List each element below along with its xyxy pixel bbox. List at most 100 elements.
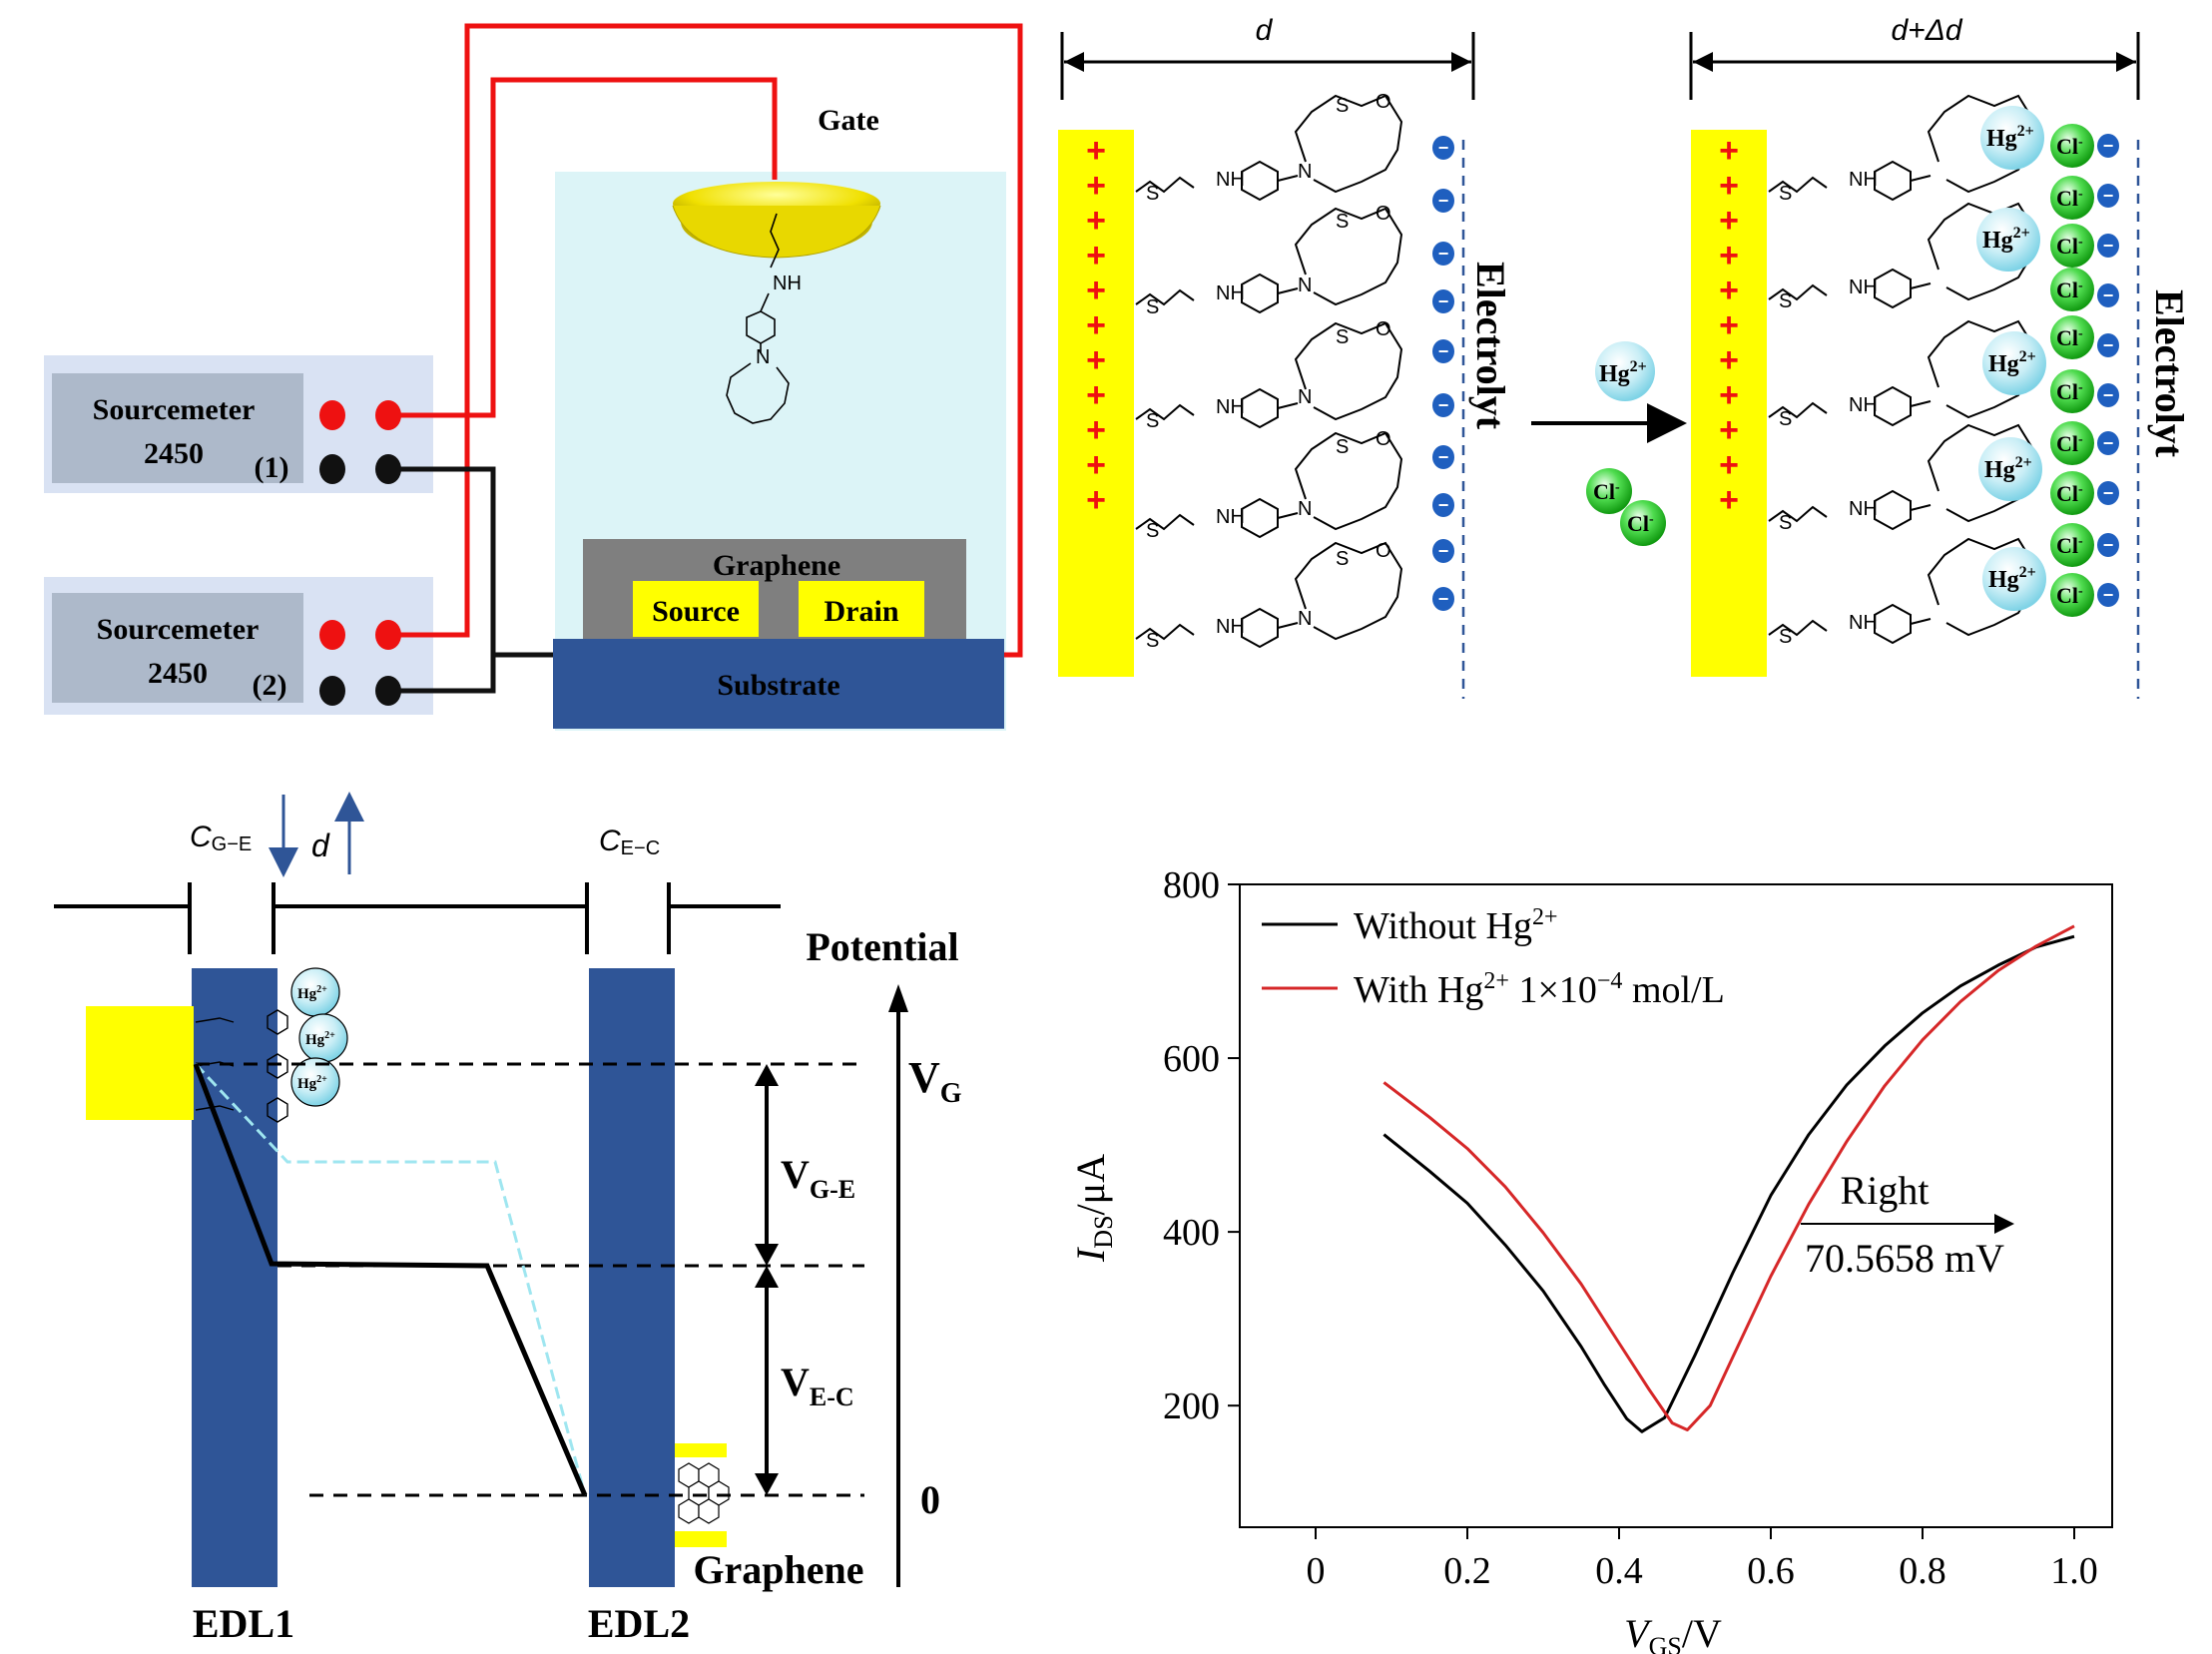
substrate-label: Substrate <box>717 669 839 702</box>
bound-hg-label: Hg2+ <box>1982 225 2030 254</box>
free-cl-ion-2: Cl- <box>1620 500 1666 546</box>
left-molecule-1 <box>1135 95 1402 201</box>
x-tick-label: 0.6 <box>1747 1550 1795 1592</box>
y-axis-label: IDS/μA <box>1068 1154 1118 1263</box>
edl2-bar <box>589 968 675 1587</box>
bound-cl-label: Cl- <box>2056 533 2083 558</box>
svg-text:N: N <box>756 346 770 368</box>
bound-hg-label: Hg2+ <box>1988 564 2036 593</box>
sourcemeter-2-index: (2) <box>253 669 287 702</box>
bound-cl-label: Cl- <box>2056 379 2083 404</box>
sm2-black-terminal-a <box>319 676 345 706</box>
minus-sign: − <box>2103 136 2114 156</box>
c-ge-label: CG−E <box>190 821 252 855</box>
sm1-red-terminal-a <box>319 400 345 430</box>
bound-hg-label: Hg2+ <box>1984 454 2032 483</box>
bound-cl-ion <box>2050 421 2094 465</box>
minus-sign: − <box>2103 236 2114 256</box>
sm1-black-terminal-a <box>319 454 345 484</box>
minus-charge <box>1432 539 1454 563</box>
minus-sign: − <box>2103 285 2114 305</box>
svg-text:N: N <box>1298 161 1312 183</box>
svg-text:NH: NH <box>1849 394 1878 416</box>
y-tick-label: 200 <box>1163 1385 1220 1427</box>
svg-text:NH: NH <box>1216 506 1245 528</box>
sourcemeter-1-name: Sourcemeter <box>93 393 256 426</box>
right-chem-letters: S NH S NH S NH S NH S NH <box>1779 169 1878 648</box>
plus-charge: + <box>1719 237 1739 275</box>
minus-charge <box>2097 333 2119 357</box>
plus-charge: + <box>1719 411 1739 449</box>
plus-charge: + <box>1719 132 1739 170</box>
gate-electrode-bowl <box>672 205 881 259</box>
svg-text:S: S <box>1779 408 1792 430</box>
minus-charge <box>2097 283 2119 307</box>
series-line-without-hg <box>1382 934 2075 1433</box>
plus-charge: + <box>1719 446 1739 484</box>
minus-sign: − <box>1438 447 1449 467</box>
left-molecule-4 <box>1135 432 1402 538</box>
potential-label: Potential <box>806 924 958 969</box>
vge-label: VG-E <box>781 1152 855 1204</box>
svg-text:Hg2+: Hg2+ <box>1599 358 1647 387</box>
minus-sign: − <box>1438 541 1449 561</box>
plus-charge: + <box>1086 306 1106 344</box>
minus-charge <box>2097 184 2119 208</box>
graphene-contact-top <box>675 1443 727 1457</box>
minus-sign: − <box>1438 341 1449 361</box>
bound-hg-ion <box>1978 437 2042 501</box>
svg-text:S: S <box>1146 296 1159 318</box>
vg-label: VG <box>908 1053 962 1109</box>
sourcemeter-2-model: 2450 <box>148 657 208 690</box>
plus-charge: + <box>1086 272 1106 309</box>
right-electrolyte-label: Electrolyt <box>2147 289 2192 458</box>
minus-sign: − <box>1438 138 1449 158</box>
bound-cl-label: Cl- <box>2056 431 2083 456</box>
bound-ions: Hg2+Hg2+Hg2+Hg2+Hg2+Cl-Cl-Cl-Cl-Cl-Cl-Cl… <box>1976 106 2094 617</box>
minus-charge <box>2097 234 2119 258</box>
potential-panel: CG−E CE−C d Hg2+ Hg2+ Hg2+ <box>54 792 962 1646</box>
minus-sign: − <box>2103 483 2114 503</box>
bound-cl-ion <box>2050 224 2094 268</box>
y-tick-label: 800 <box>1163 864 1220 906</box>
sourcemeter-2-display <box>52 593 303 703</box>
legend-label-without: Without Hg2+ <box>1354 904 1558 947</box>
minus-sign: − <box>1438 495 1449 515</box>
svg-text:S: S <box>1146 183 1159 205</box>
drain-electrode <box>799 581 924 637</box>
zero-label: 0 <box>920 1477 940 1522</box>
plus-charge: + <box>1719 272 1739 309</box>
right-gold-electrode <box>1691 130 1767 677</box>
minus-sign: − <box>1438 244 1449 264</box>
minus-charge <box>1432 393 1454 417</box>
svg-text:S: S <box>1146 630 1159 652</box>
plus-charge: + <box>1086 411 1106 449</box>
svg-text:S: S <box>1336 548 1349 570</box>
svg-text:S: S <box>1336 211 1349 233</box>
bound-cl-label: Cl- <box>2056 325 2083 350</box>
bound-hg-ion <box>1982 331 2046 395</box>
minus-sign: − <box>2103 535 2114 555</box>
bound-cl-ion <box>2050 268 2094 311</box>
sourcemeter-2-name: Sourcemeter <box>97 613 260 646</box>
minus-charge <box>1432 289 1454 313</box>
bound-hg-label: Hg2+ <box>1988 348 2036 377</box>
y-tick-label: 400 <box>1163 1212 1220 1254</box>
plus-charge: + <box>1086 481 1106 519</box>
edl-schematic-panel: d d+Δd +++++++++++ +++++++++++ S NH N S … <box>1058 14 2192 699</box>
svg-text:Hg2+: Hg2+ <box>305 1030 335 1048</box>
bound-cl-ion <box>2050 176 2094 220</box>
plus-charge: + <box>1719 376 1739 414</box>
potential-profile-with-hg <box>194 1062 587 1496</box>
right-plus-charges: +++++++++++ <box>1719 132 1739 519</box>
x-tick-label: 0 <box>1307 1550 1326 1592</box>
substrate <box>553 639 1004 729</box>
bound-cl-ion <box>2050 573 2094 617</box>
series-line-with-hg <box>1382 924 2075 1431</box>
edl2-label: EDL2 <box>588 1601 690 1646</box>
vec-label: VE-C <box>781 1360 854 1411</box>
graphene-lattice-icon <box>678 1462 730 1524</box>
left-plus-charges: +++++++++++ <box>1086 132 1106 519</box>
svg-text:S: S <box>1336 326 1349 348</box>
